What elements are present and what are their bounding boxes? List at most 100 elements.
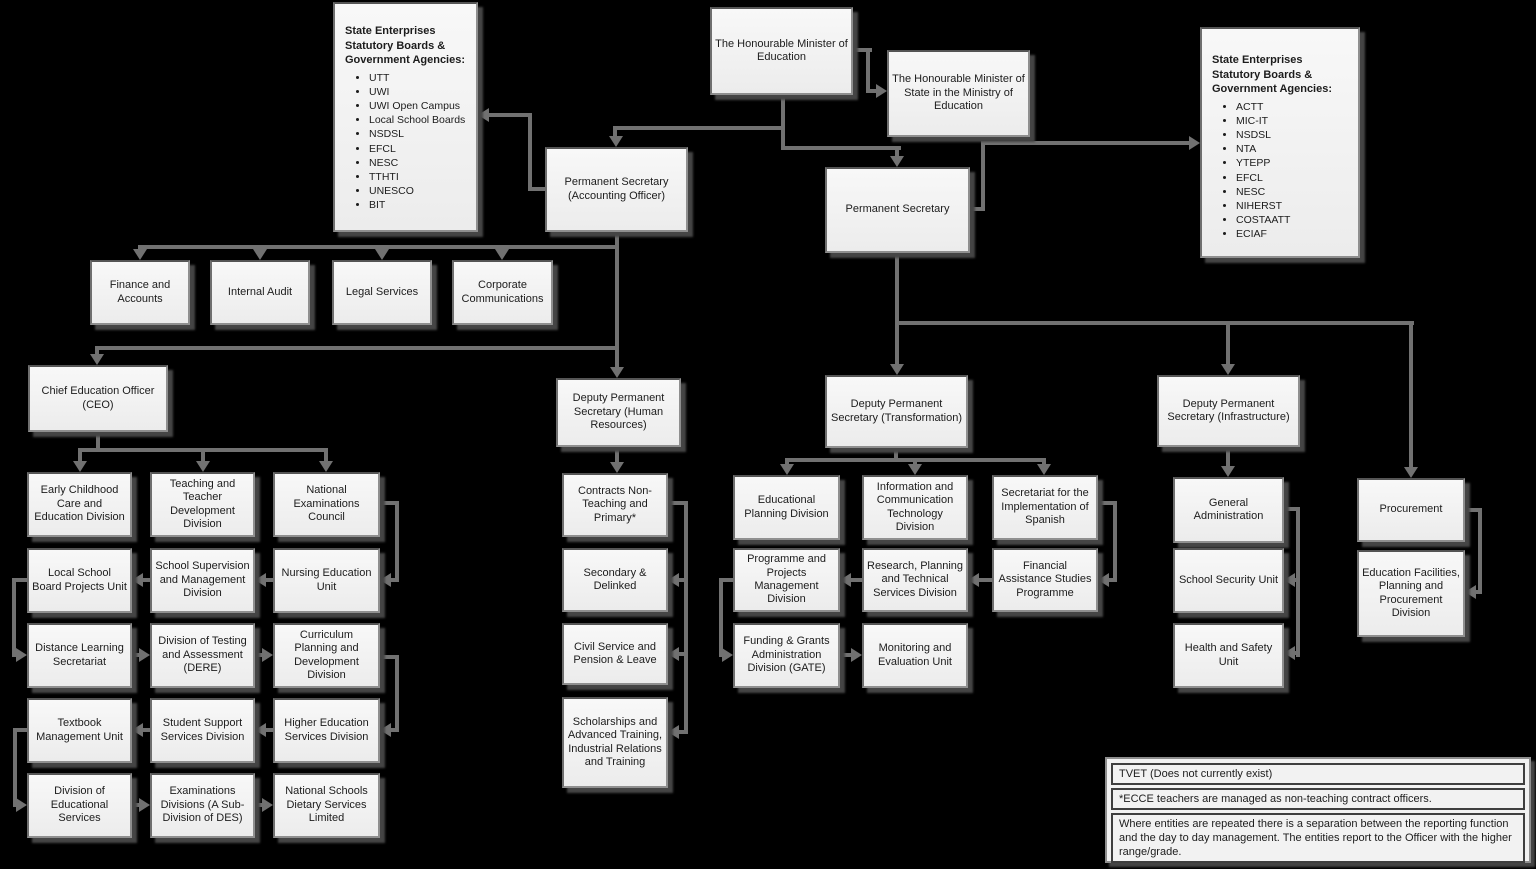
node-label: Permanent Secretary [845, 203, 950, 216]
node-funding-grants-gate: Funding & Grants Administration Division… [733, 623, 840, 688]
node-national-schools-dietary: National Schools Dietary Services Limite… [273, 773, 380, 838]
node-programme-projects: Programme and Projects Management Divisi… [733, 548, 840, 612]
connector-line [264, 728, 273, 732]
node-label: Division of Testing and Assessment (DERE… [158, 635, 247, 675]
node-procurement: Procurement [1357, 478, 1465, 542]
node-label: Monitoring and Evaluation Unit [878, 642, 952, 668]
arrow-down-icon [319, 461, 333, 472]
arrow-left-icon [668, 573, 679, 587]
connector-line [264, 578, 273, 582]
note-repeated-entities: Where entities are repeated there is a s… [1111, 813, 1525, 864]
node-label: Procurement [1379, 503, 1443, 516]
node-dps-transformation: Deputy Permanent Secretary (Transformati… [825, 375, 968, 448]
arrow-down-icon [610, 367, 624, 378]
node-label: Early Childhood Care and Education Divis… [34, 484, 125, 524]
node-division-educational-services: Division of Educational Services [27, 773, 132, 838]
arrow-right-icon [722, 648, 733, 662]
node-label: Health and Safety Unit [1184, 642, 1273, 668]
node-testing-assessment: Division of Testing and Assessment (DERE… [150, 623, 255, 688]
node-label: Local School Board Projects Unit [32, 567, 127, 593]
arrow-down-icon [196, 461, 210, 472]
agency-item: NSDSL [1236, 128, 1352, 142]
connector-line [1226, 447, 1230, 468]
connector-line [615, 447, 619, 463]
connector-line [677, 578, 686, 582]
connector-line [866, 89, 878, 93]
node-health-safety: Health and Safety Unit [1173, 623, 1284, 688]
arrow-right-icon [851, 648, 862, 662]
node-contracts-non-teaching: Contracts Non-Teaching and Primary* [562, 473, 668, 537]
connector-line [395, 655, 399, 730]
node-label: Educational Planning Division [744, 494, 829, 520]
connector-line [324, 448, 328, 461]
connector-line [684, 501, 688, 734]
connector-line [1113, 501, 1117, 582]
agency-list: ACTT MIC-IT NSDSL NTA YTEPP EFCL NESC NI… [1212, 100, 1352, 242]
connector-line [380, 501, 399, 505]
connector-line [395, 501, 399, 582]
connector-line [486, 113, 532, 117]
connector-line [255, 653, 264, 657]
agency-item: UNESCO [369, 184, 470, 198]
node-educational-planning: Educational Planning Division [733, 475, 840, 540]
node-textbook-management: Textbook Management Unit [27, 698, 132, 763]
arrow-left-icon [968, 573, 979, 587]
arrow-right-icon [139, 648, 150, 662]
arrow-left-icon [478, 108, 489, 122]
node-secondary-delinked: Secondary & Delinked [562, 548, 668, 612]
node-label: Deputy Permanent Secretary (Human Resour… [572, 392, 665, 432]
agency-item: NESC [369, 156, 470, 170]
note-ecce: *ECCE teachers are managed as non-teachi… [1111, 788, 1525, 811]
node-curriculum-planning: Curriculum Planning and Development Divi… [273, 623, 380, 688]
connector-line [981, 141, 1191, 145]
arrow-down-icon [90, 354, 104, 365]
arrow-left-icon [668, 647, 679, 661]
arrow-down-icon [1037, 464, 1051, 475]
node-label: Curriculum Planning and Development Divi… [294, 628, 359, 681]
connector-line [12, 653, 18, 657]
arrow-down-icon [610, 462, 624, 473]
connector-line [380, 245, 384, 252]
connector-line [668, 501, 688, 505]
arrow-down-icon [609, 136, 623, 147]
connector-line [132, 803, 141, 807]
connector-line [388, 578, 399, 582]
node-school-security: School Security Unit [1173, 548, 1284, 613]
node-label: General Administration [1193, 496, 1264, 522]
node-finance-accounts: Finance and Accounts [90, 260, 190, 325]
connector-line [12, 578, 27, 582]
connector-line [970, 207, 985, 211]
node-label: Chief Education Officer (CEO) [41, 385, 155, 411]
agency-item: NIHERST [1236, 199, 1352, 213]
connector-line [13, 728, 27, 732]
connector-line [615, 232, 619, 368]
agency-list: UTT UWI UWI Open Campus Local School Boa… [345, 71, 470, 213]
arrow-left-icon [255, 723, 266, 737]
arrow-left-icon [132, 573, 143, 587]
arrow-right-icon [139, 798, 150, 812]
agency-item: EFCL [369, 142, 470, 156]
arrow-left-icon [255, 573, 266, 587]
node-local-school-board-projects: Local School Board Projects Unit [27, 548, 132, 613]
node-school-supervision: School Supervision and Management Divisi… [150, 548, 255, 613]
node-legal-services: Legal Services [332, 260, 432, 325]
connector-line [138, 245, 619, 249]
arrow-right-icon [16, 798, 27, 812]
arrow-right-icon [876, 84, 887, 98]
connector-line [981, 141, 985, 211]
node-label: Teaching and Teacher Development Divisio… [169, 477, 236, 530]
panel-title: State Enterprises Statutory Boards & Gov… [345, 25, 466, 67]
node-label: Deputy Permanent Secretary (Transformati… [830, 398, 963, 424]
node-label: Civil Service and Pension & Leave [573, 640, 657, 666]
connector-line [719, 578, 723, 657]
agency-item: MIC-IT [1236, 114, 1352, 128]
node-label: Programme and Projects Management Divisi… [747, 553, 826, 606]
connector-line [866, 48, 870, 93]
notes-panel: TVET (Does not currently exist) *ECCE te… [1105, 757, 1531, 864]
node-student-support: Student Support Services Division [150, 698, 255, 763]
connector-line [1106, 578, 1115, 582]
connector-line [141, 728, 150, 732]
agency-item: NESC [1236, 185, 1352, 199]
node-nursing-education: Nursing Education Unit [273, 548, 380, 613]
connector-line [13, 803, 18, 807]
